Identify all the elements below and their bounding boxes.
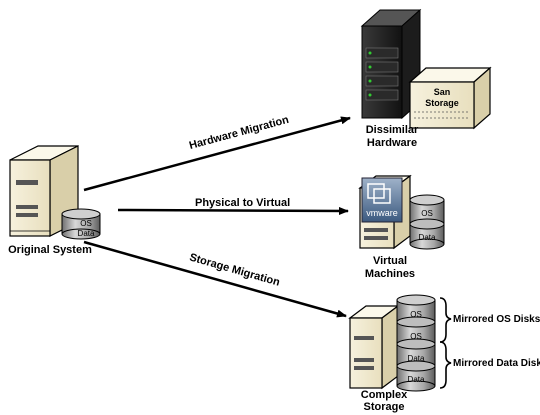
rack-server-icon [360,8,422,120]
complex-disk-stack-icon: OS OS Data Data [396,294,436,392]
complex-storage-label-line1: Complex [360,389,408,401]
physical-to-virtual-label: Physical to Virtual [195,197,291,209]
complex-disk-2-text: OS [410,332,422,341]
san-line1-text: San [434,87,451,97]
virtual-machines-label-line2: Machines [364,268,416,280]
vm-disk-data-text: Data [419,233,436,242]
mirrored-data-brace [439,341,452,389]
complex-disk-4-text: Data [408,375,425,384]
hardware-migration-arrow [83,116,351,192]
dissimilar-hardware-label-line2: Hardware [366,137,418,149]
original-disk-os-text: OS [80,219,92,228]
san-line2-text: Storage [425,98,459,108]
dissimilar-hardware-label-line1: Dissimilar [365,124,419,136]
mirrored-os-disks-label: Mirrored OS Disks [453,314,540,325]
vm-disk-os-text: OS [421,209,433,218]
vmware-logo-icon: vmware [361,177,403,223]
complex-disk-3-text: Data [408,354,425,363]
mirrored-os-brace [439,297,452,343]
mirrored-data-disks-label: Mirrored Data Disks [453,358,540,369]
complex-disk-1-text: OS [410,310,422,319]
original-system-label: Original System [8,244,92,256]
vm-disk-stack-icon: OS Data [409,194,445,250]
original-disk-icon: OS Data [61,208,101,240]
original-disk-data-text: Data [78,229,95,238]
p2v-arrow [117,206,349,215]
vmware-logo-text: vmware [366,208,398,218]
virtual-machines-label-line1: Virtual [372,255,408,267]
storage-migration-arrow [83,240,347,318]
complex-storage-label-line2: Storage [363,401,405,413]
complex-server-icon [348,304,400,390]
san-storage-icon: San Storage [408,66,492,130]
